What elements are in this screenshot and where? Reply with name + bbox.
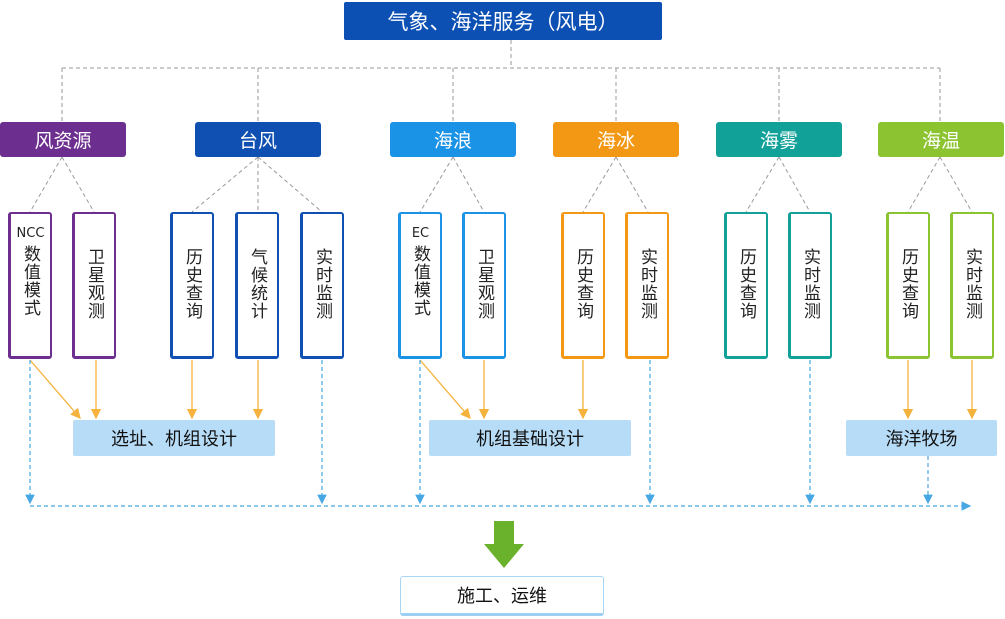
- category-wind-resource: 风资源: [0, 122, 126, 157]
- item-history-query: 历史查询: [724, 212, 768, 359]
- item-realtime-monitoring: 实时监测: [300, 212, 344, 359]
- item-prefix: EC: [411, 226, 430, 241]
- item-history-query: 历史查询: [886, 212, 930, 359]
- item-text: 卫星观测: [84, 248, 104, 320]
- item-text: 历史查询: [573, 248, 593, 320]
- item-text: 实时监测: [312, 248, 332, 320]
- item-satellite-observation: 卫星观测: [72, 212, 116, 359]
- final-construction-operation: 施工、运维: [400, 576, 604, 616]
- item-ncc-model: NCC 数值模式: [8, 212, 52, 359]
- item-text: 历史查询: [736, 248, 756, 320]
- item-text: 历史查询: [182, 248, 202, 320]
- result-marine-ranch: 海洋牧场: [846, 420, 997, 456]
- down-arrow-icon: [484, 521, 524, 568]
- item-text: 历史查询: [898, 248, 918, 320]
- item-realtime-monitoring: 实时监测: [625, 212, 669, 359]
- result-arrows: [29, 359, 978, 420]
- top-connectors: [61, 40, 941, 122]
- item-text: 实时监测: [962, 248, 982, 320]
- item-history-query: 历史查询: [170, 212, 214, 359]
- item-satellite-observation: 卫星观测: [462, 212, 506, 359]
- main-title: 气象、海洋服务（风电）: [344, 2, 662, 40]
- category-sea-fog: 海雾: [716, 122, 842, 157]
- category-typhoon: 台风: [195, 122, 321, 157]
- item-prefix: NCC: [16, 226, 45, 241]
- item-ec-model: EC 数值模式: [398, 212, 442, 359]
- item-text: 实时监测: [800, 248, 820, 320]
- item-text: 卫星观测: [474, 248, 494, 320]
- item-text: 数值模式: [20, 245, 40, 317]
- item-text: 实时监测: [637, 248, 657, 320]
- item-climate-statistics: 气候统计: [235, 212, 279, 359]
- result-site-selection: 选址、机组设计: [73, 420, 275, 456]
- item-realtime-monitoring: 实时监测: [788, 212, 832, 359]
- category-sea-temperature: 海温: [878, 122, 1004, 157]
- result-foundation-design: 机组基础设计: [429, 420, 631, 456]
- category-sea-ice: 海冰: [553, 122, 679, 157]
- category-connectors: [29, 156, 973, 213]
- category-waves: 海浪: [390, 122, 516, 157]
- item-text: 气候统计: [247, 248, 267, 320]
- item-realtime-monitoring: 实时监测: [950, 212, 994, 359]
- bus-arrows: [25, 360, 972, 511]
- item-text: 数值模式: [410, 245, 430, 317]
- item-history-query: 历史查询: [561, 212, 605, 359]
